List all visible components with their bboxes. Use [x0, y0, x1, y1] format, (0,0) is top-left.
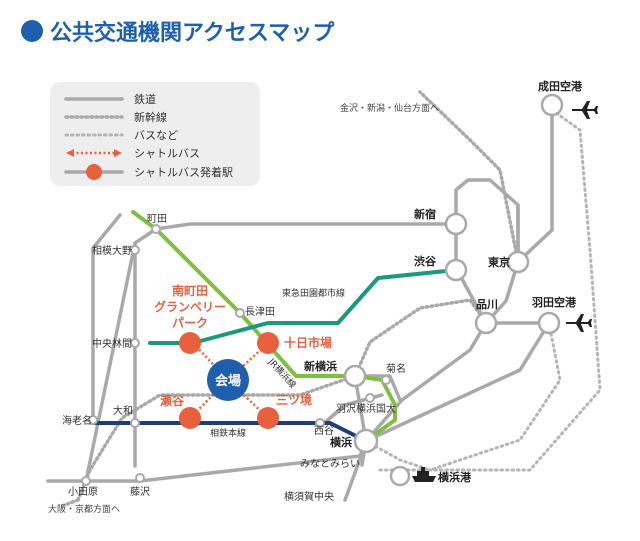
station-dot-yamato[interactable] — [130, 418, 140, 428]
label-seya: 瀬谷 — [159, 393, 185, 408]
legend-bus-label: バスなど — [134, 129, 178, 142]
station-marker-shinyokohama[interactable] — [343, 364, 367, 388]
label-ebina: 海老名 — [62, 414, 92, 427]
legend-shuttle-label: シャトルバス — [134, 147, 200, 160]
station-dot-kikuna[interactable] — [381, 375, 391, 385]
venue-marker[interactable] — [207, 359, 249, 401]
legend-shuttle-arrow-right — [114, 149, 122, 157]
station-dot-chuorinkan[interactable] — [130, 338, 140, 348]
label-yokosuka-chuo: 横須賀中央 — [284, 490, 334, 503]
small-station-dots — [81, 224, 391, 486]
station-markers — [343, 93, 564, 487]
label-shinjuku: 新宿 — [414, 207, 436, 221]
label-minamimachida-1: 南町田 — [172, 283, 208, 298]
label-haneda: 羽田空港 — [532, 295, 577, 309]
label-minamimachida-2: グランベリー — [154, 299, 226, 314]
label-yamato: 大和 — [113, 404, 133, 417]
map-title: 公共交通機関アクセスマップ — [21, 20, 335, 46]
label-yokohama: 横浜 — [330, 435, 352, 449]
label-shin-yokohama: 新横浜 — [304, 359, 337, 373]
station-marker-narita[interactable] — [540, 93, 564, 117]
station-dot-ebina[interactable] — [88, 415, 98, 425]
label-tokyo: 東京 — [488, 255, 510, 269]
station-marker-yokohama[interactable] — [353, 428, 379, 454]
label-hazawa: 羽沢横浜国大 — [336, 402, 396, 415]
station-dot-nagatsuta[interactable] — [235, 308, 245, 318]
label-narita: 成田空港 — [538, 79, 583, 93]
shuttle-station-labels: 南町田 グランベリー パーク 十日市場 瀬谷 三ツ境 — [154, 283, 332, 408]
west-shinkansen-ext — [60, 498, 80, 508]
shuttle-station-minamimachida[interactable] — [179, 332, 201, 354]
bus-route-narita — [378, 108, 602, 472]
ship-icon — [412, 467, 436, 482]
legend-box — [50, 82, 260, 186]
legend-shinkansen-label: 新幹線 — [134, 110, 167, 124]
label-odawara: 小田原 — [68, 486, 98, 498]
airplane-icon — [566, 314, 592, 332]
station-marker-tokyo[interactable] — [506, 250, 530, 274]
station-dot-fujisawa[interactable] — [135, 473, 145, 483]
sagami-line — [91, 213, 122, 420]
venue-label: 会場 — [215, 373, 241, 389]
title-bullet — [21, 20, 43, 42]
station-marker-shinjuku[interactable] — [444, 212, 468, 236]
shuttle-stations — [179, 332, 279, 429]
odakyu-line — [84, 222, 458, 483]
airplane-icon — [572, 101, 598, 119]
shuttle-station-mitsukyo[interactable] — [257, 407, 279, 429]
tohoku-shinkansen — [418, 90, 520, 264]
station-marker-haneda[interactable] — [537, 311, 561, 335]
label-mitsukyo: 三ツ境 — [276, 392, 312, 407]
legend: 鉄道 新幹線 バスなど シャトルバス シャトルバス発着駅 — [50, 82, 260, 186]
station-dot-nishiya[interactable] — [315, 418, 325, 428]
legend-stop-swatch — [86, 164, 102, 180]
station-marker-shibuya[interactable] — [444, 258, 468, 282]
station-dot-machida[interactable] — [151, 224, 161, 234]
label-chuo-rinkan: 中央林間 — [92, 337, 132, 350]
label-machida: 町田 — [147, 214, 167, 225]
label-nagatsuta: 長津田 — [245, 306, 275, 318]
label-sagami-ono: 相模大野 — [92, 244, 132, 257]
label-fujisawa: 藤沢 — [130, 485, 150, 498]
narita-line — [516, 108, 554, 264]
shuttle-station-tokaichiba[interactable] — [257, 332, 279, 354]
title-text: 公共交通機関アクセスマップ — [50, 20, 335, 46]
station-dot-sagamiono[interactable] — [130, 245, 140, 255]
shuttle-station-seya[interactable] — [179, 407, 201, 429]
label-shibuya: 渋谷 — [414, 254, 437, 268]
station-dot-odawara[interactable] — [81, 476, 91, 486]
venue[interactable]: 会場 — [207, 359, 249, 401]
label-minamimachida-3: パーク — [172, 316, 208, 330]
bus-route-port — [364, 439, 432, 472]
station-dot-hazawa[interactable] — [365, 393, 375, 403]
label-nishiya: 西谷 — [314, 425, 334, 437]
label-den-en-toshi-line: 東急田園都市線 — [282, 287, 345, 299]
sotetsu-line — [91, 421, 368, 443]
label-shinagawa: 品川 — [476, 298, 498, 311]
direction-north: 金沢・新潟・仙台方面へ — [340, 102, 439, 114]
haneda-line — [364, 321, 551, 443]
legend-shuttle-arrow-left — [66, 149, 74, 157]
station-marker-shinagawa[interactable] — [474, 311, 498, 335]
bus-route-haneda — [428, 321, 562, 472]
label-tokaichiba: 十日市場 — [284, 335, 332, 350]
label-minatomirai: みなとみらい — [300, 458, 360, 470]
station-marker-yokohama-port[interactable] — [389, 465, 411, 487]
legend-stop-label: シャトルバス発着駅 — [134, 165, 233, 179]
label-sotetsu-line: 相鉄本線 — [210, 427, 246, 439]
label-yokohama-port: 横浜港 — [438, 470, 472, 484]
direction-west: 大阪・京都方面へ — [48, 503, 120, 515]
label-kikuna: 菊名 — [386, 362, 406, 375]
legend-rail-label: 鉄道 — [134, 92, 156, 106]
shinkansen-lines — [60, 90, 520, 508]
station-labels: 町田 相模大野 中央林間 海老名 大和 小田原 藤沢 長津田 新横浜 菊名 羽沢… — [62, 79, 583, 503]
tokaido-shinkansen — [76, 298, 488, 502]
bus-routes — [364, 108, 602, 472]
